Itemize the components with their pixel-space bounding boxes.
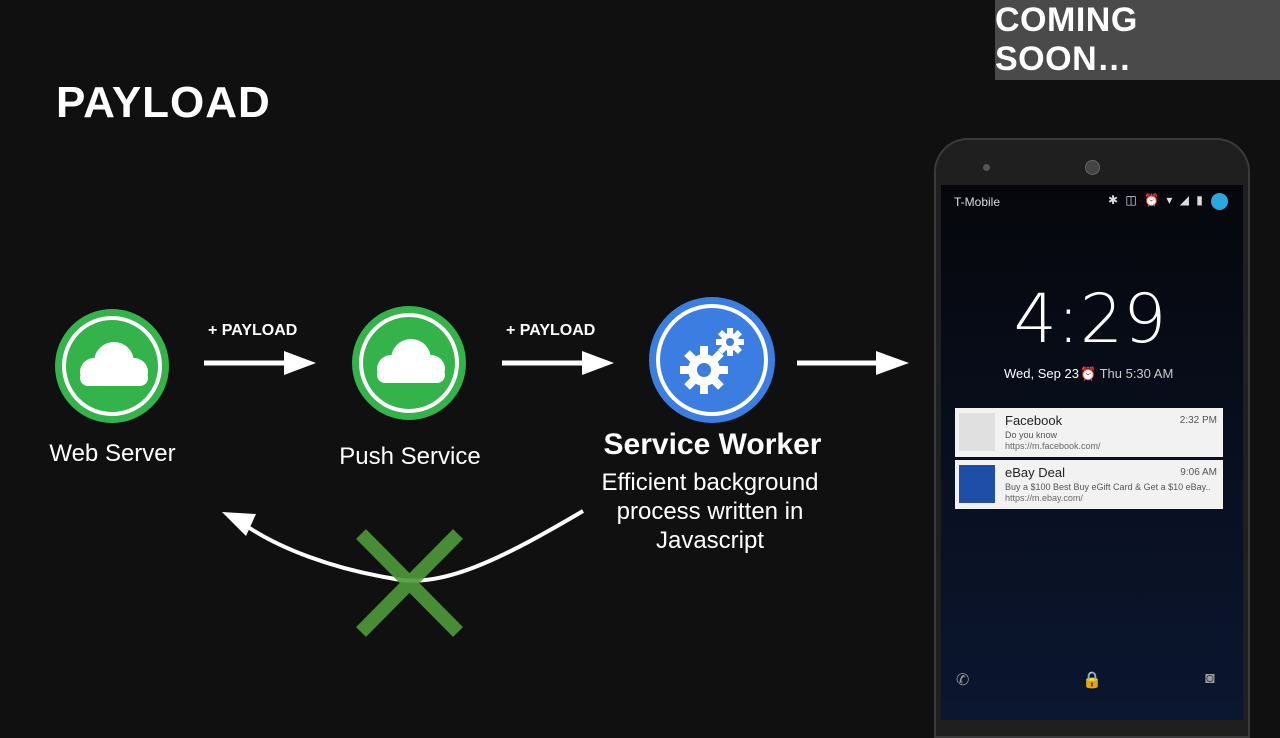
status-bar-icons: ✱ ◫ ⏰ ▾ ◢ ▮ (1108, 193, 1205, 207)
coming-soon-text: COMING SOON… (995, 1, 1138, 78)
arrow-push-to-worker (502, 351, 614, 375)
push-service-label: Push Service (339, 443, 481, 470)
lock-date: Wed, Sep 23 (1004, 366, 1079, 381)
service-worker-description: Efficient background process written in … (580, 468, 840, 555)
diagram-graphics (55, 297, 909, 637)
desc-line-3: Javascript (655, 527, 765, 554)
arrow-worker-to-phone (797, 351, 909, 375)
facebook-avatar-icon (959, 413, 995, 451)
camera-shortcut-icon[interactable]: ◙ (1205, 670, 1215, 687)
carrier-name: T-Mobile (954, 195, 1001, 209)
ebay-giftcard-icon (959, 465, 995, 503)
phone-sensor-icon (983, 164, 990, 171)
alarm-time: Thu 5:30 AM (1099, 366, 1174, 381)
desc-line-1: Efficient background (601, 469, 819, 496)
service-worker-gear-icon (649, 297, 775, 423)
blocked-return-arrow (222, 509, 585, 583)
slide-title: PAYLOAD (56, 78, 271, 127)
payload-label-1: + PAYLOAD (208, 322, 298, 339)
notification-text: Buy a $100 Best Buy eGift Card & Get a $… (1005, 482, 1211, 492)
notification-text: Do you know (1005, 430, 1058, 440)
web-server-label: Web Server (49, 440, 176, 467)
notification-url: https://m.ebay.com/ (1005, 493, 1083, 503)
payload-label-2: + PAYLOAD (506, 322, 596, 339)
notification-time: 2:32 PM (1179, 415, 1217, 426)
notification-ebay[interactable]: eBay Deal 9:06 AM Buy a $100 Best Buy eG… (955, 460, 1223, 509)
service-worker-label: Service Worker (603, 428, 822, 461)
notification-app: Facebook (1005, 413, 1063, 428)
lock-clock: 4:29 (1013, 280, 1167, 359)
arrow-webserver-to-push (204, 351, 316, 375)
desc-line-2: process written in (616, 498, 804, 525)
web-server-cloud-icon (55, 309, 169, 423)
coming-soon-banner: COMING SOON… (995, 0, 1280, 80)
phone-dialer-icon[interactable]: ✆ (956, 672, 970, 689)
blocked-x-icon (356, 529, 463, 637)
user-avatar-icon[interactable] (1211, 193, 1228, 210)
notification-app: eBay Deal (1005, 465, 1065, 480)
lock-icon[interactable]: 🔒 (1082, 672, 1102, 689)
push-service-cloud-icon (352, 306, 466, 420)
phone-camera-icon (1085, 160, 1100, 175)
notification-url: https://m.facebook.com/ (1005, 441, 1101, 451)
notification-facebook[interactable]: Facebook 2:32 PM Do you know https://m.f… (955, 408, 1223, 457)
notification-time: 9:06 AM (1180, 467, 1217, 478)
lock-alarm: ⏰ Thu 5:30 AM (1080, 366, 1174, 381)
